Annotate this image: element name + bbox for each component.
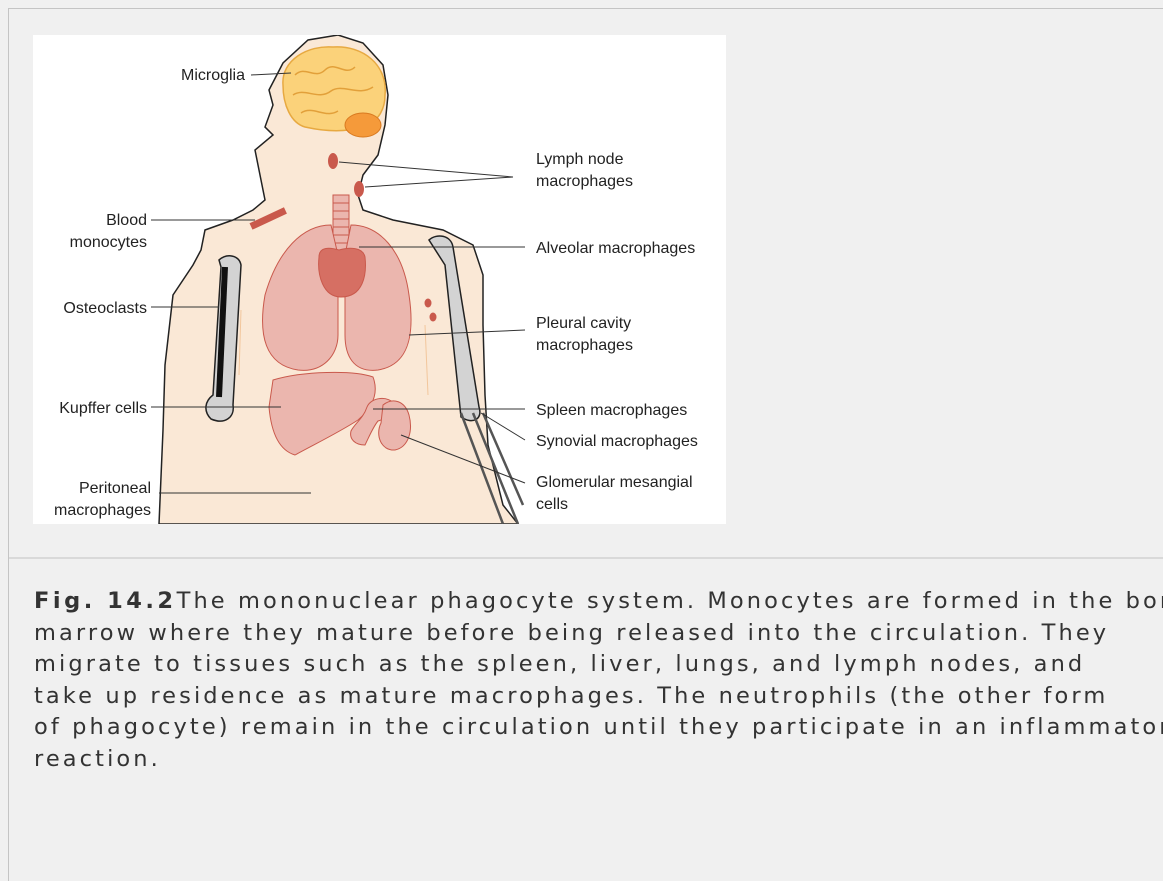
- label-spleen: Spleen macrophages: [536, 402, 687, 419]
- label-microglia: Microglia: [181, 67, 245, 84]
- mononuclear-phagocyte-figure: Microglia Lymph node macrophages Blood m…: [33, 35, 726, 524]
- label-peritoneal-1: Peritoneal: [79, 480, 151, 497]
- heart: [319, 248, 366, 297]
- lymph-node-lower: [354, 181, 364, 197]
- label-lymph-node-1: Lymph node: [536, 151, 624, 168]
- figure-caption: Fig. 14.2The mononuclear phagocyte syste…: [34, 586, 1163, 836]
- kidney: [379, 401, 411, 450]
- label-pleural-2: macrophages: [536, 337, 633, 354]
- label-blood-1: Blood: [106, 212, 147, 229]
- pleural-cell-2: [430, 313, 437, 322]
- label-alveolar: Alveolar macrophages: [536, 240, 695, 257]
- caption-line-2: marrow where they mature before being re…: [34, 618, 1163, 650]
- label-synovial: Synovial macrophages: [536, 433, 698, 450]
- caption-line-4: take up residence as mature macrophages.…: [34, 681, 1163, 713]
- label-lymph-node-2: macrophages: [536, 173, 633, 190]
- label-glomerular-1: Glomerular mesangial: [536, 474, 693, 491]
- caption-line-6: reaction.: [34, 744, 1163, 776]
- cerebellum: [345, 113, 381, 137]
- label-pleural-1: Pleural cavity: [536, 315, 631, 332]
- caption-line-3: migrate to tissues such as the spleen, l…: [34, 649, 1163, 681]
- caption-line-5: of phagocyte) remain in the circulation …: [34, 712, 1163, 744]
- label-peritoneal-2: macrophages: [54, 502, 151, 519]
- pleural-cell-1: [425, 299, 432, 308]
- body-diagram: Microglia Lymph node macrophages Blood m…: [33, 35, 726, 524]
- figure-number: Fig. 14.2: [34, 588, 177, 614]
- caption-line-1: Fig. 14.2The mononuclear phagocyte syste…: [34, 586, 1163, 618]
- caption-line-1-text: The mononuclear phagocyte system. Monocy…: [177, 588, 1163, 614]
- label-osteoclasts: Osteoclasts: [63, 300, 147, 317]
- lymph-node-upper: [328, 153, 338, 169]
- label-glomerular-2: cells: [536, 496, 568, 513]
- label-blood-2: monocytes: [70, 234, 147, 251]
- label-kupffer: Kupffer cells: [59, 400, 147, 417]
- divider: [9, 557, 1163, 559]
